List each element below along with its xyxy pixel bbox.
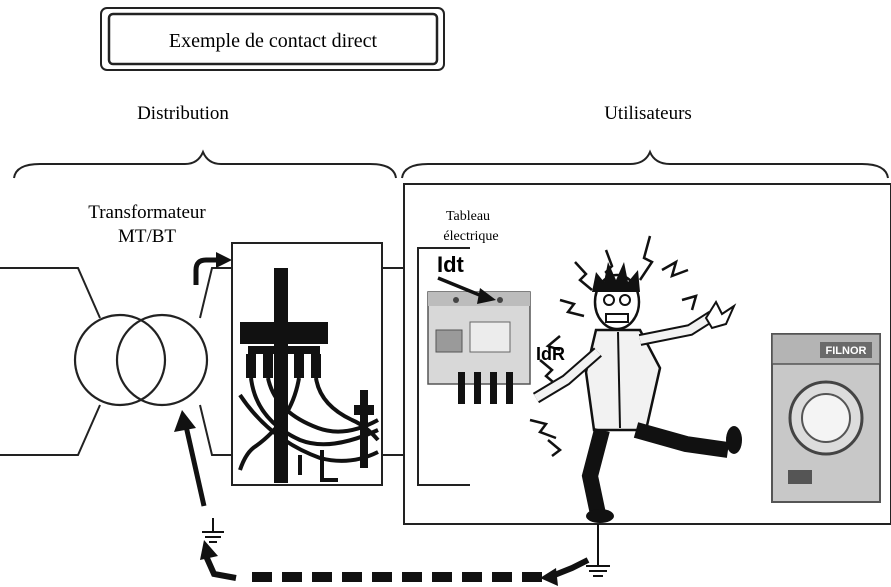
washer-brand: FILNOR <box>826 345 867 357</box>
transformer-icon <box>73 313 209 407</box>
utilisateurs-brace <box>401 149 889 179</box>
user-area-box <box>403 183 891 525</box>
distribution-cable <box>382 267 404 456</box>
arrow-head-icon <box>477 288 496 304</box>
distribution-brace <box>13 149 397 179</box>
pole-substation <box>231 242 383 486</box>
transformer-label-line2: MT/BT <box>118 226 176 247</box>
distribution-label: Distribution <box>137 103 229 124</box>
transformer-label-line1: Transformateur <box>88 202 206 223</box>
ground-symbol-user <box>586 524 610 577</box>
arrow-head-icon <box>200 540 218 560</box>
shocked-person: IdR <box>529 235 742 523</box>
panel-label-line2: électrique <box>443 229 498 244</box>
ground-symbol-distribution <box>202 518 224 543</box>
arrow-head-icon <box>540 568 558 586</box>
electrical-panel: Tableau électrique Idt <box>417 209 531 486</box>
curved-arrow-icon <box>193 257 218 285</box>
transformer-wiring <box>0 267 232 456</box>
washing-machine: FILNOR <box>771 333 881 503</box>
return-arrow-right <box>203 554 237 581</box>
panel-label-line1: Tableau <box>446 209 490 224</box>
return-arrow-left <box>550 557 590 579</box>
idr-label: IdR <box>536 344 565 364</box>
utilisateurs-label: Utilisateurs <box>604 103 692 124</box>
idt-label: Idt <box>437 252 465 277</box>
title-box: Exemple de contact direct <box>100 7 445 71</box>
return-current-path <box>252 572 542 582</box>
current-arrow-up <box>183 425 207 507</box>
arrow-head-icon <box>174 410 196 432</box>
diagram-title: Exemple de contact direct <box>169 30 378 52</box>
